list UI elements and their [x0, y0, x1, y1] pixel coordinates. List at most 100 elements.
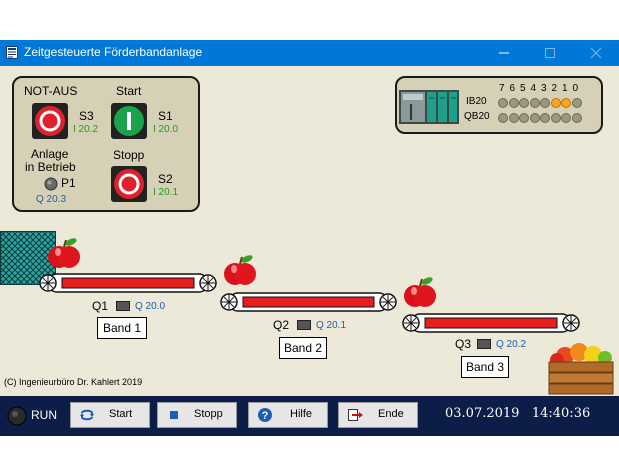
notaus-name: S3	[79, 109, 94, 123]
ib20-label: IB20	[466, 96, 487, 107]
bottom-toolbar: Start Stopp ? Hilfe Ende	[0, 396, 619, 436]
start-toolbar-button[interactable]: Start	[70, 402, 150, 428]
svg-text:?: ?	[262, 410, 269, 422]
notaus-label: NOT-AUS	[24, 84, 78, 98]
exit-icon	[348, 409, 363, 421]
conveyor-1-address: Q 20.0	[135, 301, 166, 312]
conveyor-3-motor: Q3	[455, 337, 472, 351]
apple-stem	[239, 256, 243, 265]
run-led-icon	[7, 406, 27, 426]
notaus-button[interactable]	[32, 103, 68, 139]
conveyor-3-address: Q 20.2	[496, 339, 527, 350]
app-icon	[6, 46, 18, 59]
conveyor-3-belt	[424, 317, 558, 329]
lamp-label-line2: in Betrieb	[25, 160, 76, 174]
stopp-toolbar-button[interactable]: Stopp	[157, 402, 237, 428]
start-button[interactable]	[111, 103, 147, 139]
plc-bit-label: 3	[541, 83, 547, 94]
apple-leaf	[421, 277, 433, 285]
band-3-label: Band 3	[461, 356, 509, 378]
apple-highlight	[231, 265, 237, 273]
hilfe-toolbar-label: Hilfe	[290, 408, 313, 420]
conveyor-2-roller-icon	[220, 293, 238, 311]
apple-3-icon	[404, 277, 436, 307]
plc-bit-label: 1	[562, 83, 568, 94]
stopp-button[interactable]	[111, 166, 147, 202]
apple-stem	[63, 239, 67, 248]
ib20-led	[498, 98, 508, 108]
conveyor-1-roller-icon	[39, 274, 57, 292]
apple-1-icon	[48, 238, 80, 268]
qb20-led	[508, 113, 519, 123]
qb20-led	[498, 113, 508, 123]
stopp-label: Stopp	[113, 148, 145, 162]
apple-highlight	[55, 248, 61, 256]
lamp-address: Q 20.3	[36, 194, 67, 205]
qb20-led	[519, 113, 529, 123]
cycle-icon	[80, 409, 94, 421]
copyright: (C) Ingenieurbüro Dr. Kahlert 2019	[4, 377, 143, 387]
run-status-label: RUN	[31, 408, 57, 422]
apple-body	[414, 285, 436, 307]
minimize-icon	[499, 52, 509, 54]
conveyor-3-roller-icon	[562, 314, 580, 332]
ib20-led	[519, 98, 529, 108]
conveyor-1-roller-icon	[199, 274, 217, 292]
notaus-address: I 20.2	[73, 124, 99, 135]
conveyor-3-roller-icon	[402, 314, 420, 332]
plc-icon	[399, 90, 459, 124]
start-label: Start	[116, 84, 142, 98]
ib20-led	[561, 98, 571, 108]
conveyor-2-address: Q 20.1	[316, 320, 347, 331]
lamp-label-line1: Anlage	[31, 147, 69, 161]
qb20-label: QB20	[464, 111, 490, 122]
close-icon	[590, 47, 602, 59]
apple-body	[58, 246, 80, 268]
start-icon	[114, 106, 144, 136]
ib20-led	[529, 98, 540, 108]
title-bar: Zeitgesteuerte Förderbandanlage	[0, 40, 619, 66]
ib20-led	[508, 98, 519, 108]
hilfe-toolbar-button[interactable]: ? Hilfe	[248, 402, 328, 428]
clock-date: 03.07.2019	[445, 406, 520, 421]
conveyor-2-motor: Q2	[273, 318, 290, 332]
plc-bit-label: 0	[572, 83, 579, 94]
stopp-name: S2	[158, 172, 173, 186]
ende-toolbar-button[interactable]: Ende	[338, 402, 418, 428]
conveyor-2-belt	[242, 296, 375, 308]
stop-square-icon	[170, 411, 178, 419]
roller-spoke	[42, 277, 54, 289]
qb20-led	[561, 113, 571, 123]
roller-spoke	[202, 277, 214, 289]
apple-stem	[419, 278, 423, 287]
motor-3-icon	[477, 339, 491, 349]
ib20-led	[571, 98, 582, 108]
close-button[interactable]	[573, 40, 619, 66]
band-2-label: Band 2	[279, 337, 327, 359]
ib20-led	[540, 98, 550, 108]
stopp-toolbar-label: Stopp	[194, 408, 223, 420]
qb20-led	[540, 113, 550, 123]
plant-visualization: NOT-AUS S3 I 20.2 Start S1 I 20.0 Anlage…	[0, 66, 619, 396]
clock-display: 03.07.2019 14:40:36	[445, 406, 590, 421]
apple-2-icon	[224, 255, 256, 285]
maximize-button[interactable]	[527, 40, 573, 66]
qb20-led	[529, 113, 540, 123]
help-icon: ?	[258, 408, 272, 422]
window-title: Zeitgesteuerte Förderbandanlage	[24, 45, 203, 59]
plc-bit-label: 7	[499, 83, 505, 94]
lamp-name: P1	[61, 176, 76, 190]
motor-1-icon	[116, 301, 130, 311]
ende-toolbar-label: Ende	[378, 408, 404, 420]
stopp-address: I 20.1	[153, 187, 179, 198]
ib20-led	[550, 98, 561, 108]
fruit-crate-icon	[548, 343, 614, 395]
apple-leaf	[241, 255, 253, 263]
roller-spoke	[223, 296, 235, 308]
plc-bit-label: 2	[551, 83, 558, 94]
plc-bit-label: 6	[509, 83, 516, 94]
stop-icon	[114, 169, 144, 199]
minimize-button[interactable]	[481, 40, 527, 66]
qb20-led	[571, 113, 582, 123]
apple-body	[234, 263, 256, 285]
